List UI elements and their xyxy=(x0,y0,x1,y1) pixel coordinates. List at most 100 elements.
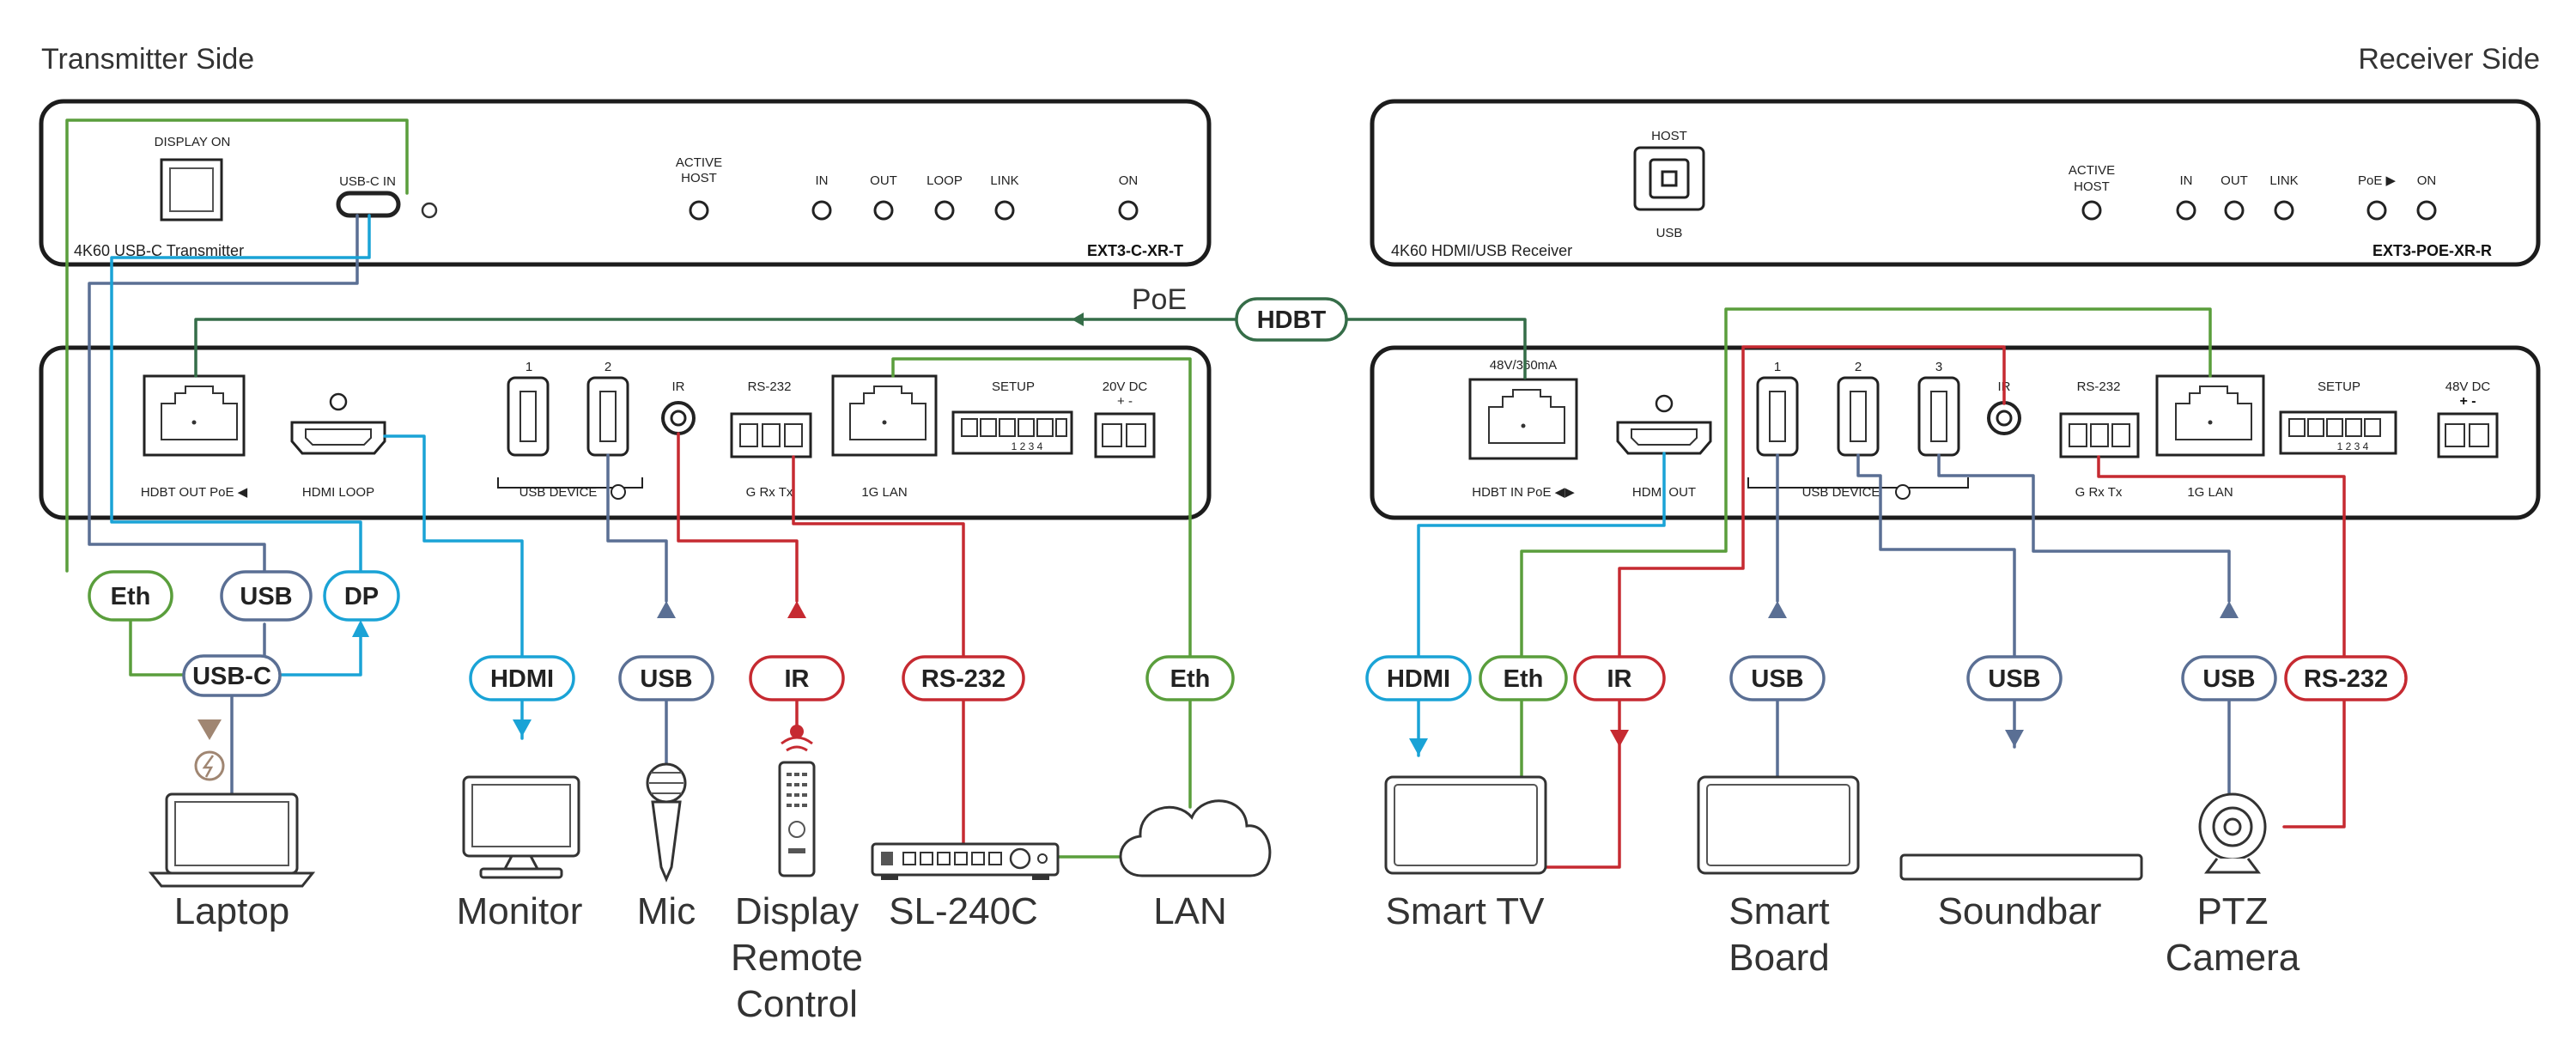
cloud-icon xyxy=(1119,799,1272,877)
tx-wiring xyxy=(65,118,1192,859)
tx-link-led xyxy=(994,200,1015,221)
rx-usb-power-icon xyxy=(1895,484,1911,500)
pill-hdmi-tx-label: HDMI xyxy=(490,665,554,693)
pill-usb-board-label: USB xyxy=(1751,665,1803,693)
rx-in-label: IN xyxy=(2180,173,2193,188)
rx-wiring xyxy=(1409,307,2346,869)
laptop-label: Laptop xyxy=(174,890,290,932)
rx-rs232-label: RS-232 xyxy=(2077,379,2121,394)
rx-lan-label: 1G LAN xyxy=(2187,485,2233,500)
tx-product-name: 4K60 USB-C Transmitter xyxy=(74,242,244,259)
tx-active-label-1: ACTIVE xyxy=(676,155,722,170)
power-icon xyxy=(421,202,438,219)
rx-rear-panel: 48V/360mA HDBT IN PoE ◀▶ HDMI OUT 1 2 3 … xyxy=(1370,345,2541,520)
rx-setup-label: SETUP xyxy=(2318,379,2360,394)
rx-hdbt-in-label: HDBT IN PoE ◀▶ xyxy=(1472,485,1575,500)
rx-active-label-2: HOST xyxy=(2074,179,2110,194)
tx-rs232-port[interactable] xyxy=(730,412,812,458)
rx-rs232-port[interactable] xyxy=(2059,412,2140,458)
poe-label: PoE xyxy=(1132,283,1187,316)
remote-device xyxy=(778,736,816,877)
rx-out-led xyxy=(2224,200,2245,221)
pill-usb-sound-label: USB xyxy=(1988,665,2040,693)
hdbt-link: PoE HDBT xyxy=(194,283,1527,379)
pill-usb-board xyxy=(1729,655,1826,701)
display-on-label: DISPLAY ON xyxy=(155,135,231,149)
pill-rs232-tx-label: RS-232 xyxy=(921,665,1005,693)
pill-dp-label: DP xyxy=(344,583,379,610)
rx-grxtx-label: G Rx Tx xyxy=(2075,485,2123,500)
soundbar-icon xyxy=(1899,853,2143,881)
tx-usb-power-icon xyxy=(611,484,626,500)
rx-front-panel: HOST USB ACTIVE HOST IN OUT LINK PoE ▶ O… xyxy=(1370,99,2541,267)
tx-lan-port[interactable] xyxy=(831,374,938,457)
charging-icon xyxy=(194,750,225,781)
rx-poe-led xyxy=(2366,200,2387,221)
hdbt-pill xyxy=(1235,297,1348,342)
pill-hdmi-rx-label: HDMI xyxy=(1387,665,1450,693)
tx-usb-port2-num: 2 xyxy=(605,360,611,374)
ptz-label-1: PTZ xyxy=(2196,890,2268,932)
rx-usb-device-port-3[interactable] xyxy=(1917,376,1960,457)
tx-active-label-2: HOST xyxy=(681,171,717,185)
pill-eth-tx xyxy=(88,570,173,622)
tx-setup-label: SETUP xyxy=(992,379,1035,394)
pill-rs232-rx-label: RS-232 xyxy=(2304,665,2388,693)
mic-label: Mic xyxy=(637,890,696,932)
rx-usb-port3-num: 3 xyxy=(1935,360,1942,374)
pill-hdmi-tx xyxy=(469,655,575,701)
pill-eth-lan-label: Eth xyxy=(1170,665,1211,693)
tx-usb-device-port-2[interactable] xyxy=(586,376,629,457)
pill-usbc xyxy=(182,654,282,697)
rx-usb-device-port-1[interactable] xyxy=(1756,376,1799,457)
tx-dc-power-port[interactable] xyxy=(1094,412,1156,458)
rx-dc-polarity: + - xyxy=(2459,394,2476,409)
tx-in-label: IN xyxy=(816,173,829,188)
pill-usb-tx xyxy=(220,570,313,622)
rx-lan-port[interactable] xyxy=(2155,374,2265,457)
tx-hdmi-loop-label: HDMI LOOP xyxy=(302,485,374,500)
control-keypad-icon xyxy=(871,842,1060,877)
rx-on-label: ON xyxy=(2417,173,2437,188)
pill-eth-rx-label: Eth xyxy=(1504,665,1544,693)
pill-rs232-tx xyxy=(902,655,1025,701)
pill-eth-tx-label: Eth xyxy=(111,583,151,610)
pill-usb-tx-label: USB xyxy=(240,583,292,610)
tx-in-led xyxy=(811,200,832,221)
tx-out-led xyxy=(873,200,894,221)
pill-ir-rx xyxy=(1573,655,1666,701)
usbc-in-port[interactable] xyxy=(336,191,401,218)
rx-dc-power-port[interactable] xyxy=(2437,412,2499,458)
smart-board-label-1: Smart xyxy=(1728,890,1829,932)
tx-hdbt-out-port[interactable] xyxy=(143,374,246,457)
lan-cloud xyxy=(1119,799,1272,877)
tx-usb-device-label: USB DEVICE xyxy=(519,485,598,500)
smart-tv-icon xyxy=(1384,775,1547,875)
tx-on-label: ON xyxy=(1119,173,1139,188)
pill-dp xyxy=(323,570,400,622)
rx-active-host-led xyxy=(2081,200,2102,221)
rx-poe-label: PoE ▶ xyxy=(2358,173,2397,188)
remote-label-1: Display xyxy=(735,890,859,932)
soundbar-label: Soundbar xyxy=(1938,890,2102,932)
tx-dc-polarity: + - xyxy=(1117,394,1133,409)
rx-dc-label: 48V DC xyxy=(2445,379,2491,394)
tx-usb-device-port-1[interactable] xyxy=(507,376,550,457)
pill-usb-cam-label: USB xyxy=(2202,665,2255,693)
sl240c-device xyxy=(871,842,1060,880)
rx-host-label: HOST xyxy=(1651,129,1687,143)
ptz-camera-icon xyxy=(2198,792,2267,861)
tx-hdmi-lock-icon xyxy=(329,392,348,411)
monitor-icon xyxy=(462,775,580,858)
tx-active-host-led xyxy=(689,200,709,221)
signal-pills: Eth USB DP USB-C HDMI USB IR RS-232 Eth … xyxy=(88,570,2408,701)
rx-usb-device-port-2[interactable] xyxy=(1837,376,1880,457)
pill-eth-lan xyxy=(1145,655,1235,701)
remote-label-2: Remote xyxy=(731,937,863,979)
rx-usb-port2-num: 2 xyxy=(1855,360,1862,374)
tx-usb-port1-num: 1 xyxy=(526,360,532,374)
pill-rs232-rx xyxy=(2284,655,2408,701)
smart-tv-device xyxy=(1384,775,1547,875)
rx-hdbt-in-port[interactable] xyxy=(1468,378,1578,460)
